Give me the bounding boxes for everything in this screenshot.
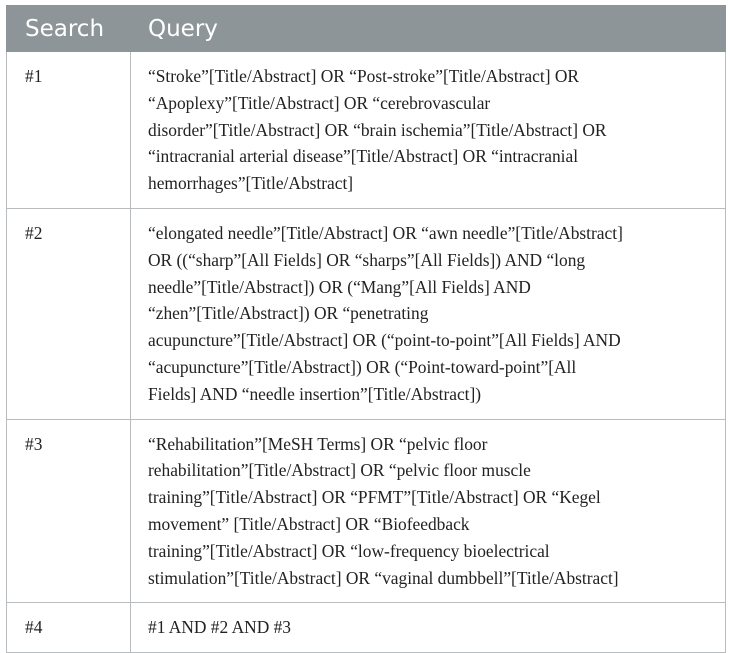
- query-cell: #1 AND #2 AND #3: [130, 602, 726, 653]
- search-number-cell: #1: [6, 51, 131, 209]
- query-line: movement” [Title/Abstract] OR “Biofeedba…: [148, 513, 470, 534]
- table-row: #1 “Stroke”[Title/Abstract] OR “Post-stro…: [6, 51, 726, 209]
- query-line: Fields] AND “needle insertion”[Title/Abs…: [148, 383, 482, 404]
- query-cell: “Rehabilitation”[MeSH Terms] OR “pelvic …: [130, 418, 726, 604]
- query-cell: “Stroke”[Title/Abstract] OR “Post-stroke…: [130, 51, 726, 209]
- query-line: acupuncture”[Title/Abstract] OR (“point-…: [148, 330, 621, 351]
- query-column-header: Query: [130, 5, 726, 52]
- query-line: stimulation”[Title/Abstract] OR “vaginal…: [148, 567, 619, 588]
- query-line: rehabilitation”[Title/Abstract] OR “pelv…: [148, 460, 531, 481]
- query-line: “Rehabilitation”[MeSH Terms] OR “pelvic …: [148, 433, 488, 454]
- query-line: “acupuncture”[Title/Abstract]) OR (“Poin…: [148, 356, 577, 377]
- query-line: OR ((“sharp”[All Fields] OR “sharps”[All…: [148, 249, 586, 270]
- query-cell: “elongated needle”[Title/Abstract] OR “a…: [130, 207, 726, 420]
- query-line: “Stroke”[Title/Abstract] OR “Post-stroke…: [148, 66, 580, 86]
- query-line: #1 AND #2 AND #3: [148, 617, 291, 638]
- search-strategy-table: Search Query #1 “Stroke”[Title/Abstract] …: [6, 5, 726, 653]
- query-line: “zhen”[Title/Abstract]) OR “penetrating: [148, 303, 429, 324]
- query-line: disorder”[Title/Abstract] OR “brain isch…: [148, 119, 607, 140]
- query-line: “intracranial arterial disease”[Title/Ab…: [148, 146, 579, 167]
- table-row: #3 “Rehabilitation”[MeSH Terms] OR “pelvi…: [6, 418, 726, 604]
- table-row: #4 #1 AND #2 AND #3: [6, 602, 726, 653]
- search-number-cell: #2: [6, 207, 131, 420]
- query-line: training”[Title/Abstract] OR “PFMT”[Titl…: [148, 487, 601, 508]
- search-column-header: Search: [6, 5, 131, 52]
- query-line: training”[Title/Abstract] OR “low-freque…: [148, 540, 550, 561]
- table-row: #2 “elongated needle”[Title/Abstract] OR …: [6, 207, 726, 420]
- query-line: “Apoplexy”[Title/Abstract] OR “cerebrova…: [148, 92, 491, 113]
- table-header-row: Search Query: [6, 5, 726, 52]
- search-number-cell: #3: [6, 418, 131, 604]
- query-line: hemorrhages”[Title/Abstract]: [148, 173, 354, 194]
- query-line: needle”[Title/Abstract]) OR (“Mang”[All …: [148, 276, 531, 297]
- query-line: “elongated needle”[Title/Abstract] OR “a…: [148, 222, 623, 243]
- search-number-cell: #4: [6, 602, 131, 653]
- table-body: #1 “Stroke”[Title/Abstract] OR “Post-stro…: [6, 51, 726, 653]
